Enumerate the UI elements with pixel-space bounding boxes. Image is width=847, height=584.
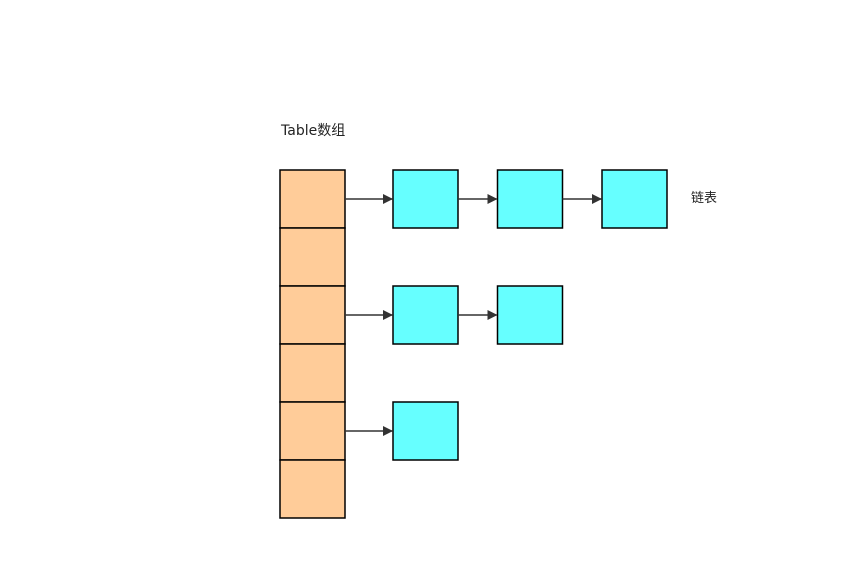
table-cell (279, 227, 346, 287)
linked-list-node (496, 285, 564, 345)
linked-list-node (392, 401, 459, 461)
table-array-label: Table数组 (281, 123, 346, 139)
linked-list-node (601, 169, 668, 229)
table-array (279, 169, 346, 519)
table-cell (279, 459, 346, 519)
table-cell (279, 169, 346, 229)
table-cell (279, 343, 346, 403)
linked-list-label: 链表 (691, 191, 718, 206)
linked-list-node (496, 169, 564, 229)
linked-list-node (392, 285, 459, 345)
table-cell (279, 401, 346, 461)
linked-lists (345, 169, 668, 461)
linked-list-node (392, 169, 459, 229)
table-cell (279, 285, 346, 345)
